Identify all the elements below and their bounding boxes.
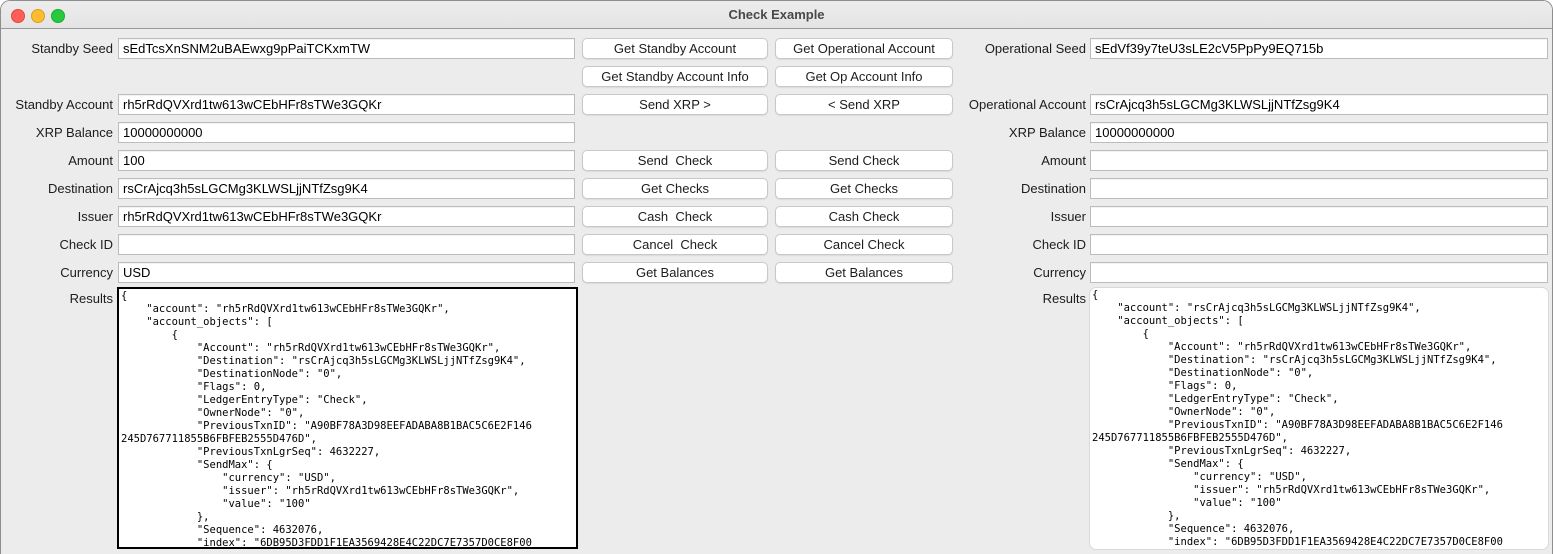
send-xrp-standby-button[interactable]: Send XRP > <box>582 94 768 115</box>
operational-check-id-label: Check ID <box>1032 237 1086 252</box>
cash-check-standby-button[interactable]: Cash Check <box>582 206 768 227</box>
standby-seed-input[interactable] <box>118 38 575 59</box>
get-op-account-info-button[interactable]: Get Op Account Info <box>775 66 953 87</box>
operational-results-text: { "account": "rsCrAjcq3h5sLGCMg3KLWSLjjN… <box>1092 289 1503 548</box>
operational-currency-input[interactable] <box>1090 262 1548 283</box>
minimize-button[interactable] <box>31 9 45 23</box>
standby-seed-label: Standby Seed <box>31 41 113 56</box>
standby-results-text: { "account": "rh5rRdQVXrd1tw613wCEbHFr8s… <box>121 290 532 549</box>
operational-seed-label: Operational Seed <box>984 41 1086 56</box>
close-button[interactable] <box>11 9 25 23</box>
operational-issuer-input[interactable] <box>1090 206 1548 227</box>
standby-xrp-balance-label: XRP Balance <box>35 125 113 140</box>
operational-currency-label: Currency <box>1033 265 1086 280</box>
window-title: Check Example <box>728 7 825 22</box>
standby-issuer-label: Issuer <box>77 209 113 224</box>
standby-results-output[interactable]: { "account": "rh5rRdQVXrd1tw613wCEbHFr8s… <box>117 287 578 549</box>
get-standby-account-info-button[interactable]: Get Standby Account Info <box>582 66 768 87</box>
standby-check-id-input[interactable] <box>118 234 575 255</box>
standby-amount-input[interactable] <box>118 150 575 171</box>
standby-account-input[interactable] <box>118 94 575 115</box>
send-check-operational-button[interactable]: Send Check <box>775 150 953 171</box>
standby-check-id-label: Check ID <box>59 237 113 252</box>
operational-xrp-balance-label: XRP Balance <box>1008 125 1086 140</box>
get-balances-operational-button[interactable]: Get Balances <box>775 262 953 283</box>
get-standby-account-button[interactable]: Get Standby Account <box>582 38 768 59</box>
cancel-check-operational-button[interactable]: Cancel Check <box>775 234 953 255</box>
send-check-standby-button[interactable]: Send Check <box>582 150 768 171</box>
cancel-check-standby-button[interactable]: Cancel Check <box>582 234 768 255</box>
standby-amount-label: Amount <box>68 153 113 168</box>
operational-issuer-label: Issuer <box>1050 209 1086 224</box>
titlebar: Check Example <box>1 1 1552 29</box>
get-operational-account-button[interactable]: Get Operational Account <box>775 38 953 59</box>
cash-check-operational-button[interactable]: Cash Check <box>775 206 953 227</box>
operational-destination-input[interactable] <box>1090 178 1548 199</box>
get-checks-operational-button[interactable]: Get Checks <box>775 178 953 199</box>
get-balances-standby-button[interactable]: Get Balances <box>582 262 768 283</box>
standby-destination-input[interactable] <box>118 178 575 199</box>
standby-destination-label: Destination <box>47 181 113 196</box>
operational-amount-input[interactable] <box>1090 150 1548 171</box>
standby-xrp-balance-input[interactable] <box>118 122 575 143</box>
standby-currency-label: Currency <box>60 265 113 280</box>
operational-xrp-balance-input[interactable] <box>1090 122 1548 143</box>
standby-account-label: Standby Account <box>15 97 113 112</box>
operational-results-output[interactable]: { "account": "rsCrAjcq3h5sLGCMg3KLWSLjjN… <box>1089 287 1549 550</box>
zoom-button[interactable] <box>51 9 65 23</box>
operational-destination-label: Destination <box>1020 181 1086 196</box>
operational-seed-input[interactable] <box>1090 38 1548 59</box>
operational-account-label: Operational Account <box>968 97 1086 112</box>
operational-account-input[interactable] <box>1090 94 1548 115</box>
standby-currency-input[interactable] <box>118 262 575 283</box>
get-checks-standby-button[interactable]: Get Checks <box>582 178 768 199</box>
operational-amount-label: Amount <box>1041 153 1086 168</box>
standby-issuer-input[interactable] <box>118 206 575 227</box>
operational-results-label: Results <box>1042 291 1086 306</box>
send-xrp-operational-button[interactable]: < Send XRP <box>775 94 953 115</box>
standby-results-label: Results <box>69 291 113 306</box>
operational-check-id-input[interactable] <box>1090 234 1548 255</box>
